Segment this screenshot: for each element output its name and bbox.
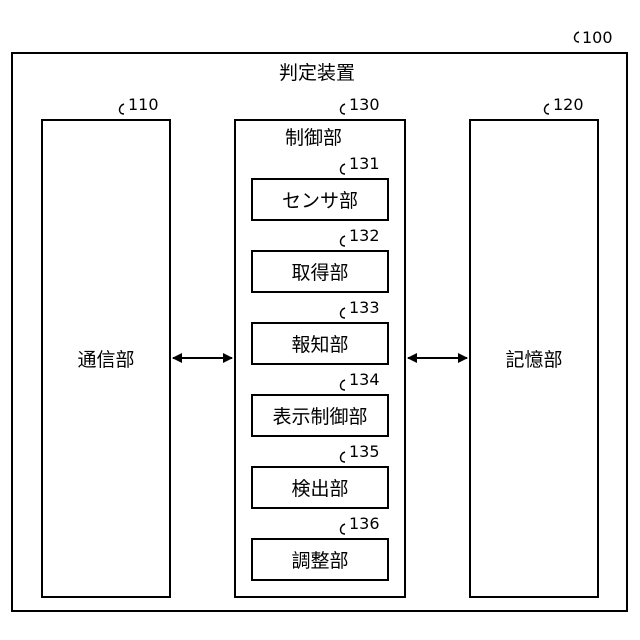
- control-unit-label: 制御部: [285, 123, 342, 150]
- sensor-unit-box: センサ部: [251, 178, 389, 221]
- notification-unit-label: 報知部: [291, 330, 348, 357]
- notification-unit-ref: 133: [349, 298, 380, 317]
- adjustment-unit-box: 調整部: [251, 538, 389, 581]
- acquisition-unit-ref: 132: [349, 226, 380, 245]
- leader-100: [575, 32, 580, 42]
- detection-unit-label: 検出部: [291, 474, 348, 501]
- storage-unit-box: 記憶部: [469, 119, 599, 598]
- storage-unit-label: 記憶部: [505, 345, 562, 372]
- adjustment-unit-ref: 136: [349, 514, 380, 533]
- sensor-unit-ref: 131: [349, 154, 380, 173]
- adjustment-unit-label: 調整部: [291, 546, 348, 573]
- notification-unit-box: 報知部: [251, 322, 389, 365]
- communication-unit-box: 通信部: [41, 119, 171, 598]
- control-unit-ref: 130: [349, 95, 380, 114]
- display-control-unit-label: 表示制御部: [272, 402, 367, 429]
- detection-unit-box: 検出部: [251, 466, 389, 509]
- device-ref: 100: [582, 28, 613, 47]
- communication-unit-ref: 110: [128, 95, 159, 114]
- detection-unit-ref: 135: [349, 442, 380, 461]
- display-control-unit-box: 表示制御部: [251, 394, 389, 437]
- communication-unit-label: 通信部: [77, 345, 134, 372]
- sensor-unit-label: センサ部: [282, 186, 358, 213]
- storage-unit-ref: 120: [553, 95, 584, 114]
- acquisition-unit-box: 取得部: [251, 250, 389, 293]
- device-title: 判定装置: [279, 58, 355, 85]
- acquisition-unit-label: 取得部: [291, 258, 348, 285]
- display-control-unit-ref: 134: [349, 370, 380, 389]
